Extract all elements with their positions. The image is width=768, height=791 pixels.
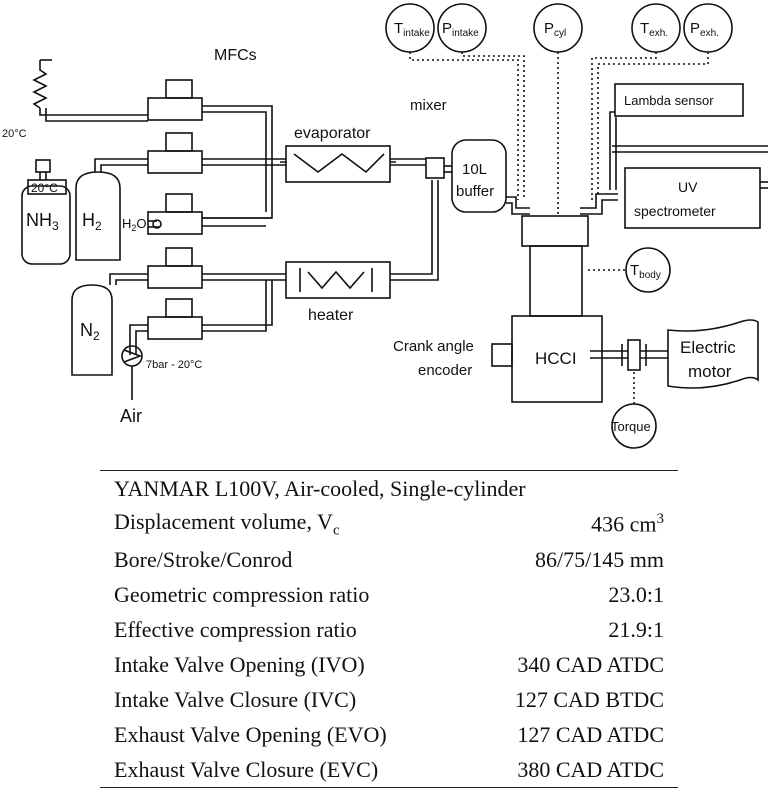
spec-value: 340 CAD ATDC <box>517 651 664 677</box>
cylinder-block <box>529 245 583 317</box>
spec-table-title-row: YANMAR L100V, Air-cooled, Single-cylinde… <box>100 471 678 508</box>
uv-label-line2: spectrometer <box>634 203 716 219</box>
t-intake-label: Tintake <box>394 20 430 39</box>
experimental-setup-diagram: MFCs 20°C 20°C NH3 H2 H2O N2 7bar - 20°C… <box>2 3 768 449</box>
spec-value: 127 CAD ATDC <box>517 721 664 747</box>
h2-bottle <box>75 171 121 261</box>
buffer-label-line1: 10L <box>462 161 487 178</box>
evaporator-label: evaporator <box>294 125 371 142</box>
torque-coupling <box>627 339 641 371</box>
buffer-tank <box>451 139 507 213</box>
nh3-label: NH3 <box>26 210 59 233</box>
air-label: Air <box>120 406 142 426</box>
heater <box>285 261 391 299</box>
mfc-h2o <box>147 193 203 235</box>
spec-label: Geometric compression ratio <box>114 581 370 607</box>
spec-value: 21.9:1 <box>608 616 664 642</box>
nh3-temp-box <box>27 179 67 195</box>
spec-label: Exhaust Valve Closure (EVC) <box>114 756 379 782</box>
bottle-temp-label: 20°C <box>31 181 58 195</box>
crank-label-line2: encoder <box>418 362 472 379</box>
spec-value: 127 CAD BTDC <box>514 686 664 712</box>
h2o-inlet <box>152 219 162 229</box>
engine-spec-table: YANMAR L100V, Air-cooled, Single-cylinde… <box>100 470 678 788</box>
cylinder-head <box>521 215 589 247</box>
crank-label-line1: Crank angle <box>393 338 474 355</box>
hcci-label: HCCI <box>535 349 577 368</box>
spec-value: 86/75/145 mm <box>535 546 664 572</box>
spec-label: Effective compression ratio <box>114 616 357 642</box>
table-row: Intake Valve Opening (IVO) 340 CAD ATDC <box>100 647 678 682</box>
mixer <box>425 157 445 179</box>
spec-value: 436 cm3 <box>591 511 664 537</box>
spec-label: Intake Valve Opening (IVO) <box>114 651 365 677</box>
spec-value: 23.0:1 <box>608 581 664 607</box>
uv-label-line1: UV <box>678 179 698 195</box>
table-row: Displacement volume, Vc 436 cm3 <box>100 507 678 542</box>
pipes <box>39 105 768 400</box>
table-row: Exhaust Valve Opening (EVO) 127 CAD ATDC <box>100 717 678 752</box>
n2-bottle <box>71 284 113 376</box>
spec-label: Exhaust Valve Opening (EVO) <box>114 721 387 747</box>
heater-label: heater <box>308 307 354 324</box>
mfc-n2 <box>147 247 203 289</box>
table-row: Bore/Stroke/Conrod 86/75/145 mm <box>100 542 678 577</box>
mfcs-label: MFCs <box>214 47 257 64</box>
evaporator <box>285 145 391 183</box>
spec-table-title: YANMAR L100V, Air-cooled, Single-cylinde… <box>114 476 526 501</box>
spec-label: Bore/Stroke/Conrod <box>114 546 293 572</box>
mixer-label: mixer <box>410 97 447 114</box>
lambda-sensor-box <box>614 83 744 117</box>
air-pressure-label: 7bar - 20°C <box>146 359 202 371</box>
t-body-label: Tbody <box>630 262 661 281</box>
n2-label: N2 <box>80 320 100 343</box>
coil-temp-label: 20°C <box>2 128 27 140</box>
table-row: Exhaust Valve Closure (EVC) 380 CAD ATDC <box>100 752 678 788</box>
spec-value: 380 CAD ATDC <box>517 756 664 782</box>
table-row: Effective compression ratio 21.9:1 <box>100 612 678 647</box>
table-row: Intake Valve Closure (IVC) 127 CAD BTDC <box>100 682 678 717</box>
lambda-sensor-label: Lambda sensor <box>624 93 714 108</box>
spec-label: Displacement volume, Vc <box>114 509 340 539</box>
h2o-label: H2O <box>122 216 147 233</box>
table-row: Geometric compression ratio 23.0:1 <box>100 577 678 612</box>
electric-motor-label-line2: motor <box>688 362 732 381</box>
crank-encoder <box>491 343 513 367</box>
tbody-sensor <box>625 247 671 293</box>
spec-label: Intake Valve Closure (IVC) <box>114 686 357 712</box>
nh3-bottle <box>21 185 71 265</box>
electric-motor-label-line1: Electric <box>680 338 736 357</box>
p-exh-label: Pexh. <box>690 20 719 39</box>
uv-spectrometer-box <box>624 167 761 229</box>
mfc-h2 <box>147 132 203 174</box>
heating-coil <box>32 60 48 109</box>
electric-motor <box>667 319 759 389</box>
mfc-nh3 <box>147 79 203 121</box>
p-cyl-label: Pcyl <box>544 20 566 39</box>
h2-label: H2 <box>82 210 102 233</box>
t-exh-label: Texh. <box>640 20 668 39</box>
torque-label: Torque <box>611 419 651 434</box>
buffer-label-line2: buffer <box>456 183 494 200</box>
p-intake-label: Pintake <box>442 20 479 39</box>
mfc-air <box>147 298 203 340</box>
